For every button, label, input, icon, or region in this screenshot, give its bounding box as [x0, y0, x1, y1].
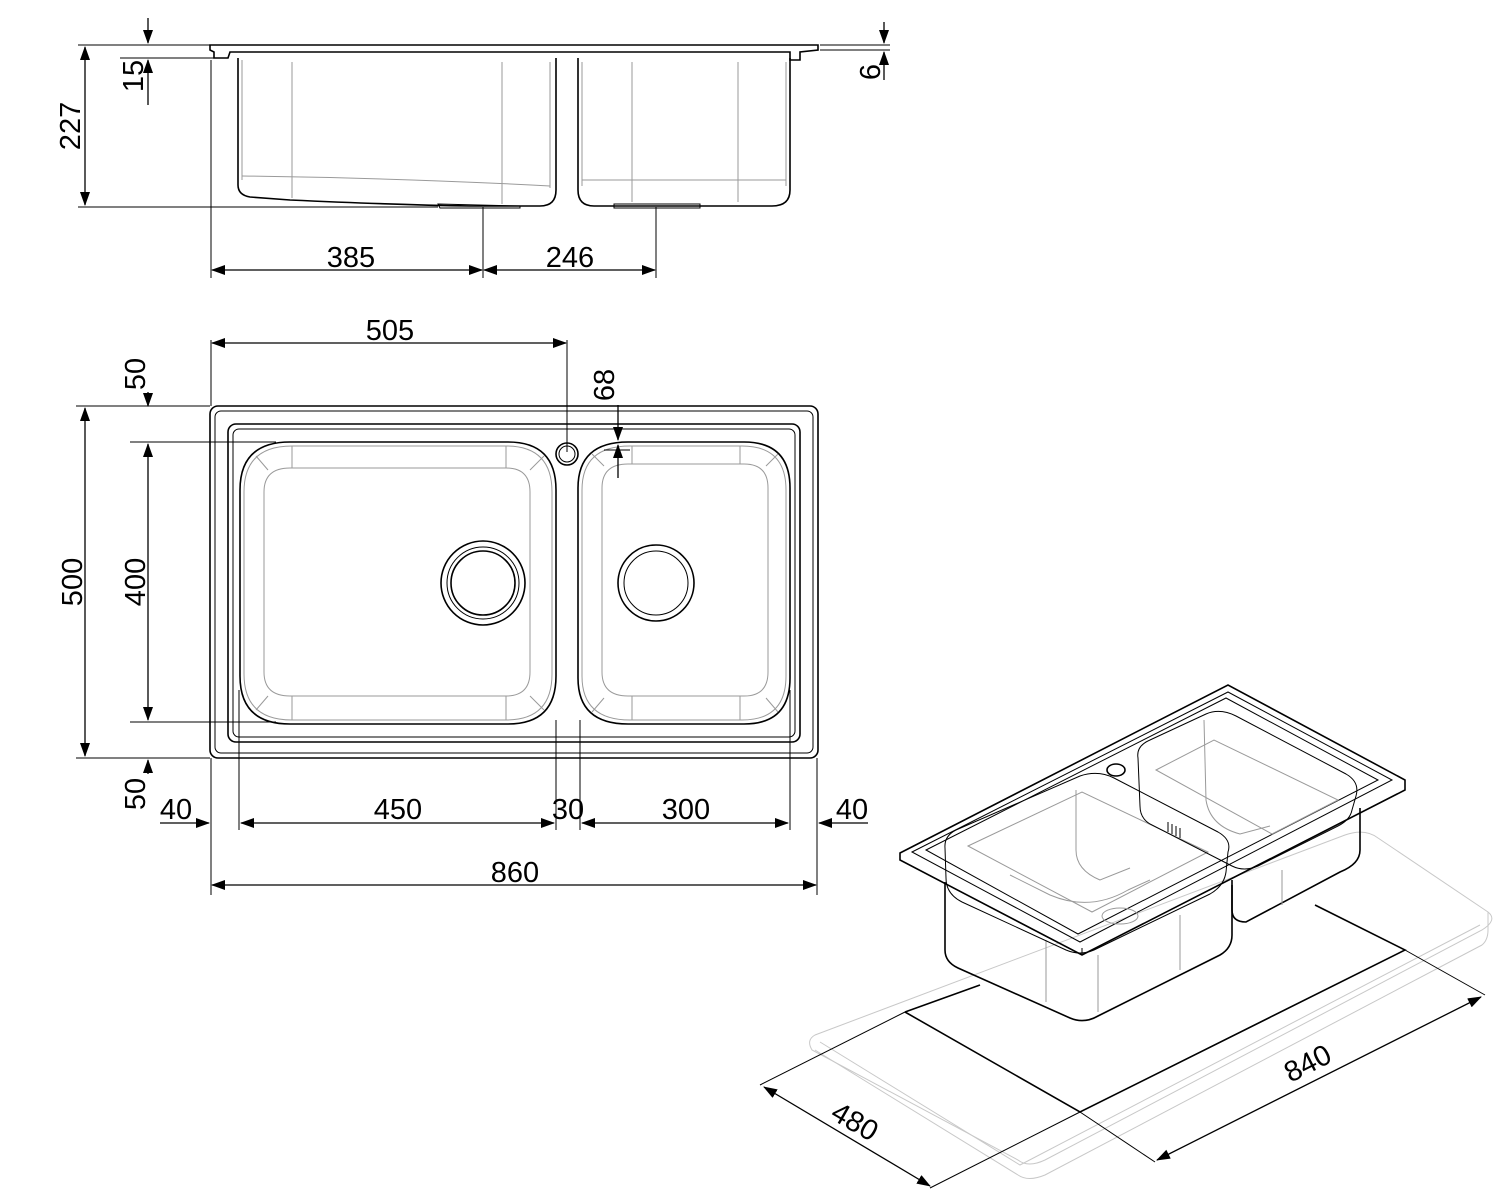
dim-right-margin: 40	[836, 794, 868, 826]
dim-overall-depth: 500	[57, 558, 89, 606]
dim-cutout-depth: 480	[826, 1096, 884, 1148]
dim-total-depth: 227	[55, 102, 87, 150]
dim-left-drain-offset: 385	[327, 242, 375, 274]
dim-flange-thickness: 6	[855, 64, 887, 80]
dim-bottom-margin: 50	[120, 778, 152, 810]
dim-divider-width: 30	[552, 794, 584, 826]
dim-overall-width: 860	[491, 857, 539, 889]
dim-rim-to-flange: 15	[118, 60, 150, 92]
dim-cutout-width: 840	[1279, 1039, 1337, 1089]
dim-bowl-depth: 400	[120, 558, 152, 606]
dim-tap-hole-offset: 505	[366, 315, 414, 347]
side-view: 227 15 6 385 246	[55, 18, 890, 278]
dim-tap-hole-to-bowl: 68	[589, 369, 621, 401]
dim-large-bowl-width: 450	[374, 794, 422, 826]
cutout-view: 480 840	[759, 684, 1493, 1189]
dim-top-margin: 50	[120, 358, 152, 390]
dim-left-margin: 40	[160, 794, 192, 826]
top-view: 505 68 50 500 400 50 40 450 30 300 40 86…	[57, 315, 868, 895]
dim-small-bowl-width: 300	[662, 794, 710, 826]
dim-drain-spacing: 246	[546, 242, 594, 274]
